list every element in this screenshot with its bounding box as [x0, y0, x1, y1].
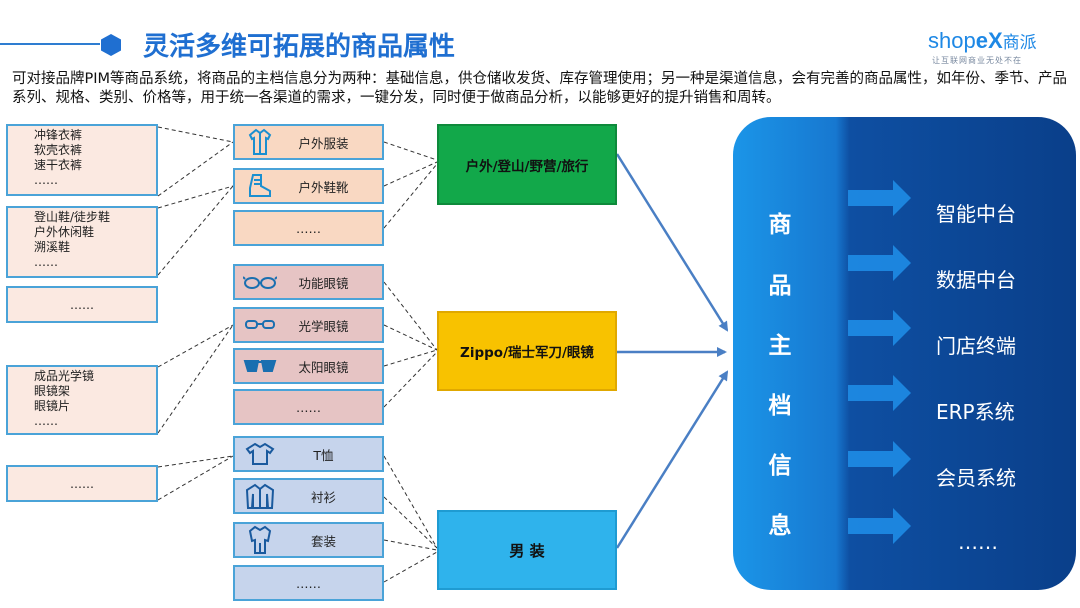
attr-label: …… — [296, 575, 321, 591]
attr-label: 光学眼镜 — [298, 318, 349, 334]
left-box-line: 成品光学镜 — [34, 369, 95, 383]
scene-label: Zippo/瑞士军刀/眼镜 — [460, 345, 594, 361]
left-box-more: …… — [6, 465, 158, 502]
attr-shirt: 衬衫 — [233, 478, 384, 514]
left-box-line: 户外休闲鞋 — [34, 225, 95, 239]
boot-icon — [235, 170, 285, 202]
attr-label: 户外服装 — [298, 135, 349, 151]
master-title-char: 息 — [768, 513, 792, 539]
left-box-line: 冲锋衣裤 — [34, 128, 83, 142]
master-title-char: 主 — [768, 333, 792, 359]
attr-outdoor-footwear: 户外鞋靴 — [233, 168, 384, 204]
shirt-icon — [235, 480, 285, 512]
left-box-line: 软壳衣裤 — [34, 143, 83, 157]
sunglasses-icon — [235, 350, 285, 382]
master-title-char: 品 — [768, 273, 792, 299]
left-box-outdoor-footwear: 登山鞋/徒步鞋 户外休闲鞋 溯溪鞋 …… — [6, 206, 158, 278]
attr-label: 户外鞋靴 — [298, 179, 349, 195]
intro-paragraph: 可对接品牌PIM等商品系统，将商品的主档信息分为两种：基础信息，供仓储收发货、库… — [12, 71, 1068, 106]
logo-brand: shopeX商派 — [928, 28, 1037, 53]
header-rule — [0, 43, 100, 45]
attr-functional-glasses: 功能眼镜 — [233, 264, 384, 300]
attr-label: 套装 — [310, 533, 336, 549]
target-smart-middle-platform: 智能中台 — [936, 202, 1016, 226]
left-box-line: 眼镜架 — [34, 384, 71, 398]
attr-more: …… — [233, 565, 384, 601]
scene-label: 户外/登山/野营/旅行 — [465, 158, 589, 175]
tshirt-icon — [235, 438, 285, 470]
arrow-right-icon — [848, 441, 911, 477]
scene-menswear: 男 装 — [437, 510, 617, 590]
left-box-line: …… — [70, 298, 94, 312]
left-box-eyewear: 成品光学镜 眼镜架 眼镜片 …… — [6, 365, 158, 435]
left-box-line: …… — [70, 477, 94, 491]
left-box-more: …… — [6, 286, 158, 323]
master-title-char: 档 — [768, 393, 792, 419]
attr-label: 衬衫 — [310, 489, 336, 505]
left-box-outdoor-apparel: 冲锋衣裤 软壳衣裤 速干衣裤 …… — [6, 124, 158, 196]
suit-icon — [235, 524, 285, 556]
target-erp: ERP系统 — [936, 400, 1015, 424]
left-box-line: …… — [34, 173, 58, 187]
target-data-middle-platform: 数据中台 — [936, 268, 1016, 292]
target-more: …… — [958, 530, 998, 554]
hexagon-bullet-icon — [101, 34, 121, 56]
attr-label: T恤 — [313, 447, 334, 463]
attr-tshirt: T恤 — [233, 436, 384, 472]
goggles-icon — [235, 266, 285, 298]
left-box-line: 溯溪鞋 — [34, 240, 71, 254]
attr-label: 太阳眼镜 — [298, 359, 349, 375]
arrow-right-icon — [848, 245, 911, 281]
logo-tagline: 让互联网商业无处不在 — [932, 56, 1022, 65]
attr-label: …… — [296, 399, 321, 415]
left-box-line: 速干衣裤 — [34, 158, 83, 172]
master-title-char: 商 — [768, 212, 792, 238]
left-box-line: …… — [34, 255, 58, 269]
arrow-right-icon — [848, 180, 911, 216]
attr-optical-glasses: 光学眼镜 — [233, 307, 384, 343]
attr-more: …… — [233, 389, 384, 425]
page-title: 灵活多维可拓展的商品属性 — [143, 32, 456, 62]
scene-outdoor: 户外/登山/野营/旅行 — [437, 124, 617, 205]
arrow-right-icon — [848, 375, 911, 411]
arrow-right-icon — [848, 310, 911, 346]
left-box-line: 登山鞋/徒步鞋 — [34, 210, 111, 224]
panel-arrows — [848, 180, 911, 544]
scene-zippo: Zippo/瑞士军刀/眼镜 — [437, 311, 617, 391]
master-title-char: 信 — [768, 453, 792, 479]
scene-label: 男 装 — [509, 541, 545, 560]
eyeglasses-icon — [235, 309, 285, 341]
attr-sunglasses: 太阳眼镜 — [233, 348, 384, 384]
jacket-icon — [235, 126, 285, 158]
attr-suit: 套装 — [233, 522, 384, 558]
target-membership: 会员系统 — [936, 466, 1016, 490]
attr-outdoor-apparel: 户外服装 — [233, 124, 384, 160]
attr-label: …… — [296, 220, 321, 236]
attr-label: 功能眼镜 — [298, 275, 349, 291]
left-box-line: 眼镜片 — [34, 399, 71, 413]
arrow-right-icon — [848, 508, 911, 544]
attr-more: …… — [233, 210, 384, 246]
left-box-line: …… — [34, 414, 58, 428]
shopex-logo: shopeX商派 让互联网商业无处不在 — [928, 28, 1068, 72]
target-store-terminal: 门店终端 — [936, 334, 1016, 358]
